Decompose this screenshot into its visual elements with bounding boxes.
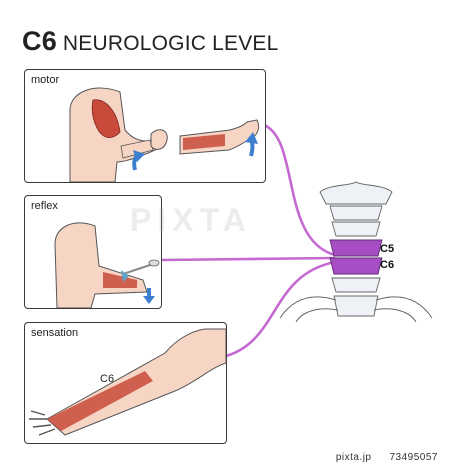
sensation-label: sensation [31,327,79,339]
vertebra-c1 [319,181,393,205]
thoracic-vertebra [333,295,379,317]
motor-illustration [69,87,260,182]
vertebra-c2 [329,205,383,221]
footer-id: 73495057 [389,452,438,463]
ribs [279,296,433,323]
sensation-illustration [29,328,226,436]
motor-label: motor [31,74,60,86]
vertebra-c5-highlight [329,239,383,257]
reflex-illustration [54,222,160,308]
vertebra-c6-label: C6 [380,259,395,271]
watermark: PIXTA [130,202,252,238]
vertebra-c5-label: C5 [380,243,395,255]
reflex-connector [160,256,336,262]
reflex-label: reflex [31,200,58,212]
title-text: NEUROLOGIC LEVEL [62,32,279,55]
motor-panel: motor [24,69,266,183]
dermatome-c6-label: C6 [100,373,115,385]
sensation-connector [225,260,336,358]
vertebra-c7 [331,277,381,293]
motor-connector [263,123,336,257]
footer-brand: pixta.jp [335,452,372,463]
footer: pixta.jp 73495057 [336,452,438,463]
vertebra-c6-highlight [329,257,383,275]
title-level: C6 [22,26,57,56]
reflex-panel: reflex [24,195,162,309]
vertebra-c3 [331,221,381,237]
sensation-panel: sensation C6 [24,322,227,444]
